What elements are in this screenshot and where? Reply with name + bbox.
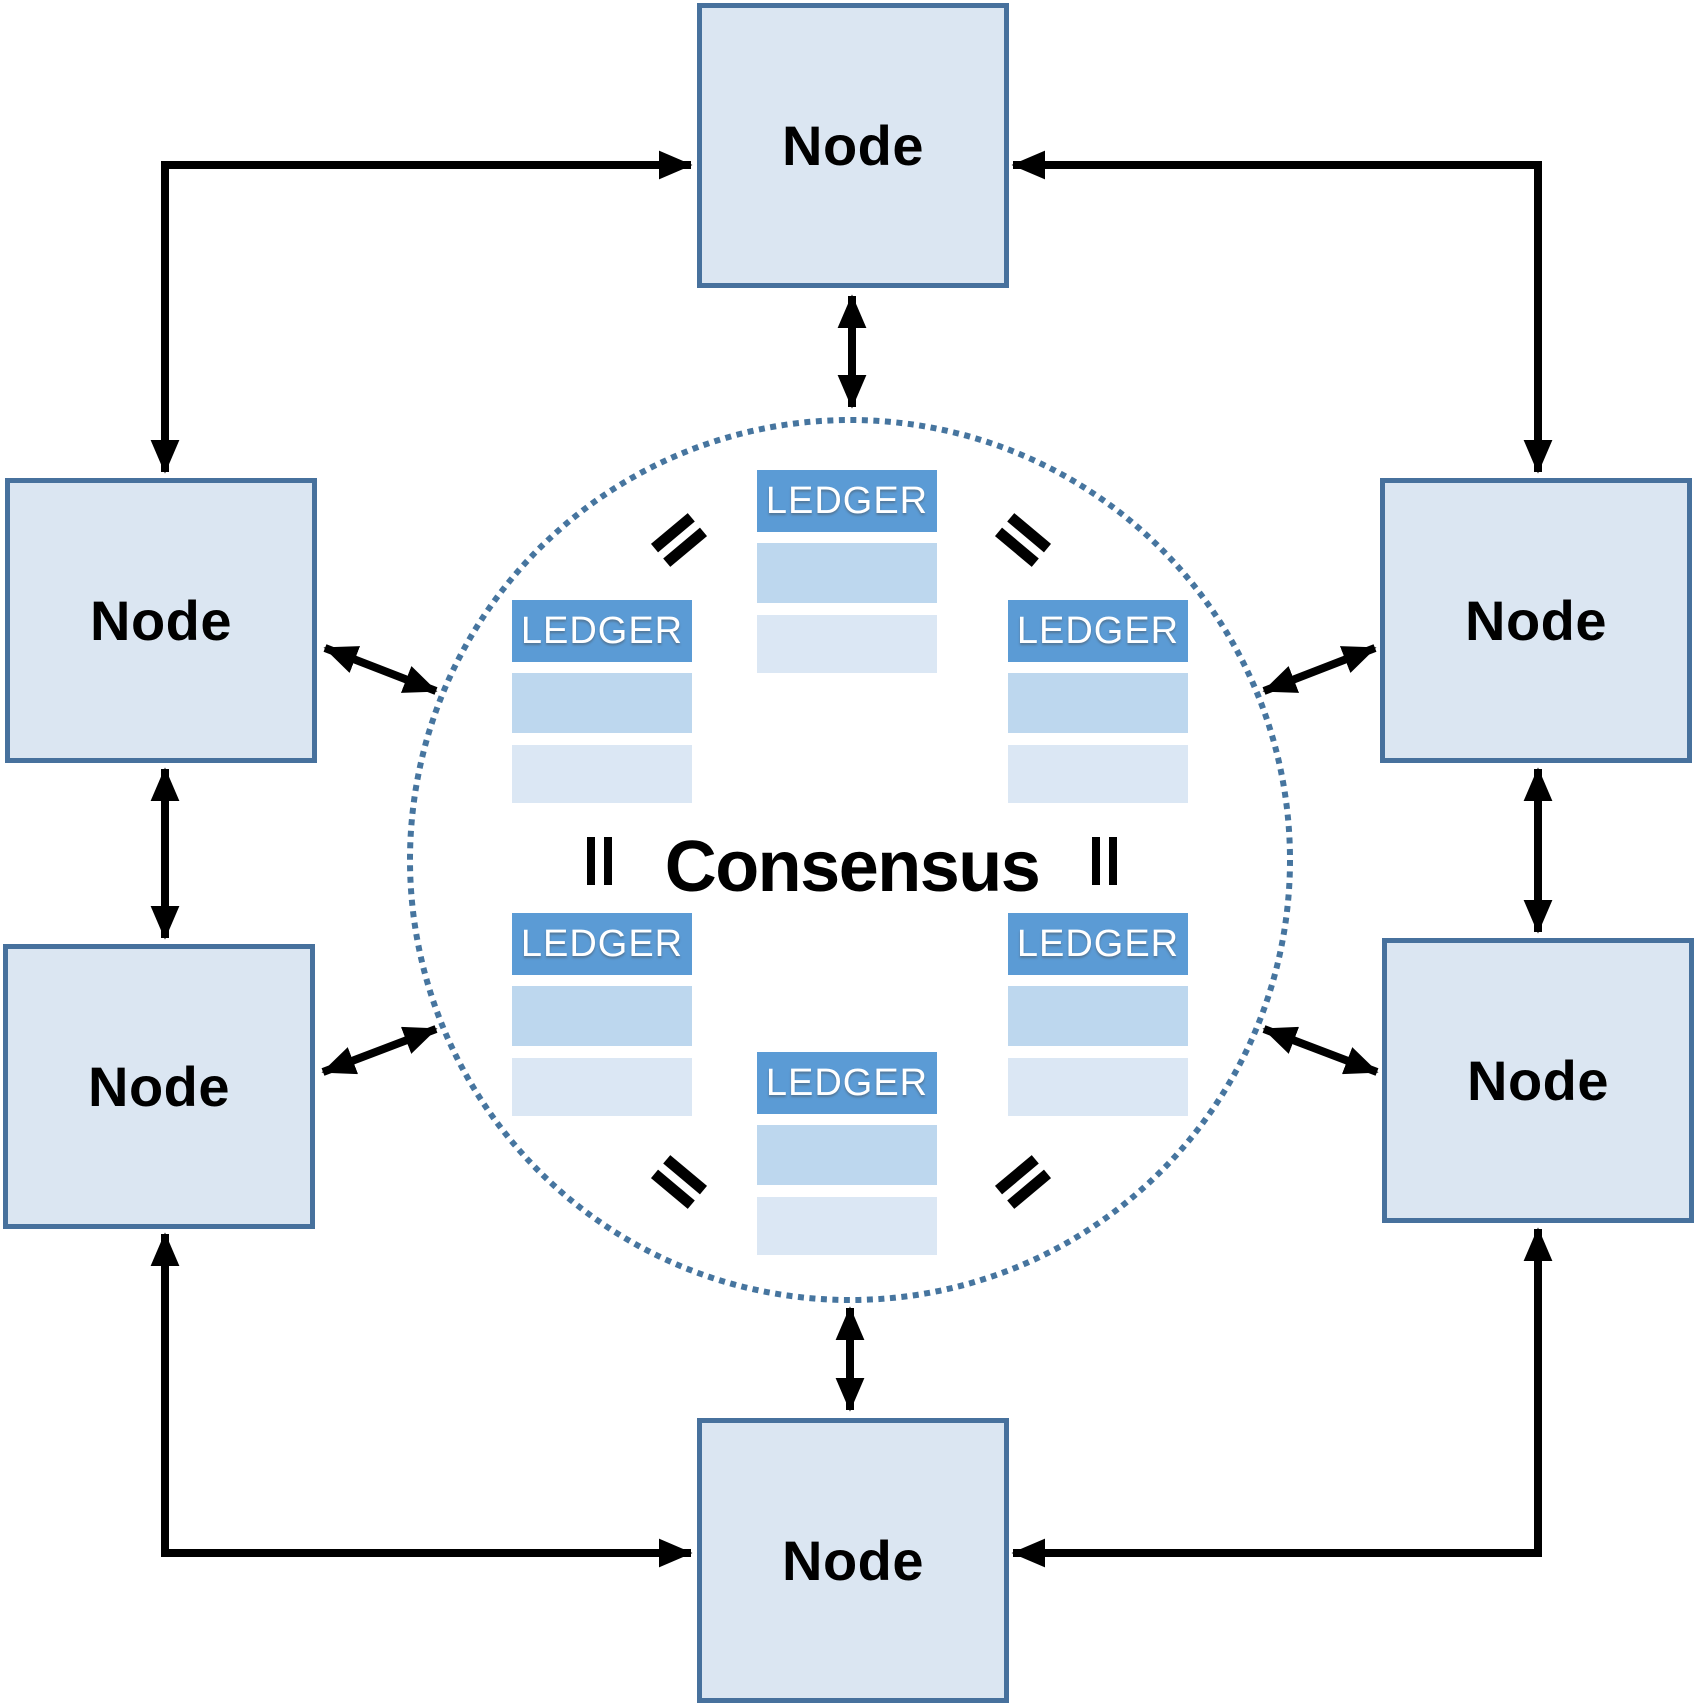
double-arrow-left-bottom-circle — [321, 1025, 438, 1076]
ledger-header: LEDGER — [1008, 600, 1188, 662]
ledger-stack-bottom-center: LEDGER — [757, 1052, 937, 1255]
ledger-row — [757, 1197, 937, 1255]
ledger-row — [1008, 673, 1188, 733]
double-arrow-right-top-circle — [1262, 644, 1377, 695]
ledger-header: LEDGER — [1008, 913, 1188, 975]
ledger-stack-upper-right: LEDGER — [1008, 600, 1188, 803]
node-box-bottom: Node — [697, 1418, 1009, 1703]
ledger-stack-upper-left: LEDGER — [512, 600, 692, 803]
node-label: Node — [1465, 589, 1607, 652]
node-label: Node — [782, 114, 924, 177]
ledger-row — [512, 1058, 692, 1116]
ledger-label: LEDGER — [520, 609, 684, 652]
node-label: Node — [90, 589, 232, 652]
ledger-stack-top-center: LEDGER — [757, 470, 937, 673]
ledger-label: LEDGER — [1016, 922, 1180, 965]
elbow-arrow-top-right — [1011, 150, 1553, 474]
elbow-arrow-bottom-right — [1011, 1227, 1553, 1568]
consensus-dotted-circle-icon — [407, 417, 1293, 1303]
ledger-row — [757, 1125, 937, 1185]
node-box-left-top: Node — [5, 478, 317, 763]
node-box-left-bottom: Node — [3, 944, 315, 1229]
node-box-right-top: Node — [1380, 478, 1692, 763]
ledger-row — [512, 986, 692, 1046]
ledger-header: LEDGER — [512, 913, 692, 975]
node-box-top: Node — [697, 3, 1009, 288]
ledger-stack-lower-right: LEDGER — [1008, 913, 1188, 1116]
elbow-arrow-bottom-left — [150, 1232, 693, 1568]
ledger-row — [757, 615, 937, 673]
ledger-header: LEDGER — [757, 470, 937, 532]
ledger-label: LEDGER — [765, 479, 929, 522]
ledger-row — [1008, 745, 1188, 803]
ledger-header: LEDGER — [757, 1052, 937, 1114]
equals-vertical-icon-right — [1092, 837, 1117, 885]
node-label: Node — [88, 1055, 230, 1118]
ledger-row — [512, 673, 692, 733]
ledger-stack-lower-left: LEDGER — [512, 913, 692, 1116]
ledger-row — [1008, 986, 1188, 1046]
ledger-label: LEDGER — [520, 922, 684, 965]
ledger-label: LEDGER — [1016, 609, 1180, 652]
double-arrow-left-top-circle — [323, 644, 438, 695]
ledger-label: LEDGER — [765, 1061, 929, 1104]
ledger-row — [1008, 1058, 1188, 1116]
node-box-right-bottom: Node — [1382, 938, 1694, 1223]
node-label: Node — [782, 1529, 924, 1592]
equals-vertical-icon-left — [587, 837, 612, 885]
consensus-title: Consensus — [664, 827, 1041, 907]
elbow-arrow-top-left — [150, 150, 693, 474]
ledger-header: LEDGER — [512, 600, 692, 662]
node-label: Node — [1467, 1049, 1609, 1112]
double-arrow-right-bottom-circle — [1262, 1025, 1379, 1076]
ledger-row — [512, 745, 692, 803]
ledger-row — [757, 543, 937, 603]
